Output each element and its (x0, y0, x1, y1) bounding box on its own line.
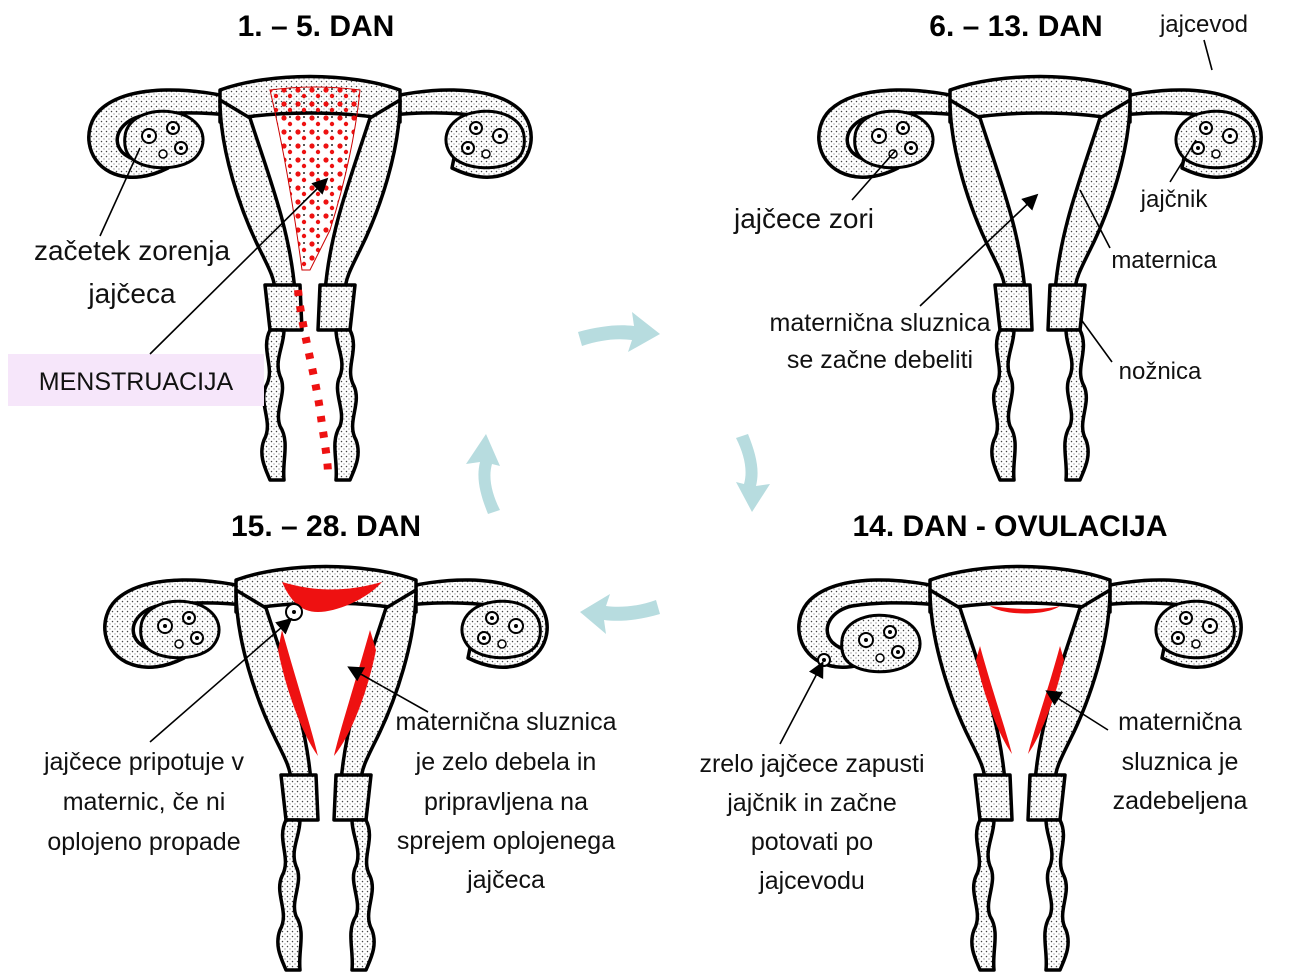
label-lining-1: maternična sluznica (770, 309, 991, 337)
ovary-left (125, 111, 203, 168)
lining-top (990, 606, 1060, 614)
label-menstruation: MENSTRUACIJA (39, 368, 234, 396)
label-lining-2: je zelo debela in (415, 748, 597, 776)
ovary-left (141, 601, 219, 658)
label-oocyte-maturation-1: začetek zorenja (34, 235, 231, 266)
label-lining-2: sluznica je (1122, 748, 1239, 776)
label-egg-3: oplojeno propade (47, 828, 240, 856)
label-lining-1: maternična (1118, 708, 1242, 736)
label-egg-3: potovati po (751, 828, 873, 856)
label-vagina: nožnica (1119, 358, 1202, 385)
ovary-right (1176, 111, 1254, 168)
cycle-arrow-left (466, 434, 500, 514)
panel-title: 15. – 28. DAN (231, 510, 421, 543)
label-uterus: maternica (1111, 247, 1217, 274)
leader-line-egg (780, 664, 822, 744)
ovary-left (842, 615, 920, 672)
uterus-drawing (819, 77, 1261, 481)
ovary-right (462, 601, 540, 658)
label-lining-1: maternična sluznica (396, 708, 617, 736)
panel-title: 6. – 13. DAN (929, 10, 1102, 43)
label-oocyte-maturation-2: jajčeca (87, 278, 176, 309)
label-lining-5: jajčeca (466, 866, 545, 894)
panel-days-1-5: 1. – 5. DAN začetek zorenja jajčeca MENS… (8, 10, 531, 480)
label-egg-matures: jajčece zori (733, 203, 874, 234)
label-lining-4: sprejem oplojenega (397, 827, 615, 855)
label-egg-4: jajcevodu (758, 867, 865, 895)
label-fallopian-tube: jajcevod (1159, 11, 1248, 38)
label-egg-2: maternic, če ni (63, 788, 226, 816)
panel-day-14-ovulation: 14. DAN - OVULACIJA zrelo jajčece zapust… (699, 510, 1247, 970)
leader-line (1204, 40, 1212, 70)
panel-days-15-28: 15. – 28. DAN jajčece pripotuje v matern… (43, 510, 617, 970)
label-lining-3: zadebeljena (1113, 787, 1248, 815)
ovary-left (855, 111, 933, 168)
label-egg-2: jajčnik in začne (726, 789, 897, 817)
label-lining-2: se začne debeliti (787, 346, 973, 374)
cycle-arrow-right (736, 434, 770, 512)
label-egg-1: jajčece pripotuje v (43, 748, 245, 776)
ovary-right (446, 111, 524, 168)
cycle-arrow-top (578, 312, 660, 352)
label-egg-1: zrelo jajčece zapusti (699, 750, 924, 778)
panel-days-6-13: 6. – 13. DAN jajcevod jajčece zori jajčn… (733, 10, 1261, 480)
label-ovary: jajčnik (1140, 186, 1209, 213)
label-lining-3: pripravljena na (424, 788, 588, 816)
panel-title: 1. – 5. DAN (238, 10, 395, 43)
ovary-right (1156, 601, 1234, 658)
cycle-arrow-bottom (580, 594, 660, 634)
panel-title: 14. DAN - OVULACIJA (852, 510, 1167, 543)
